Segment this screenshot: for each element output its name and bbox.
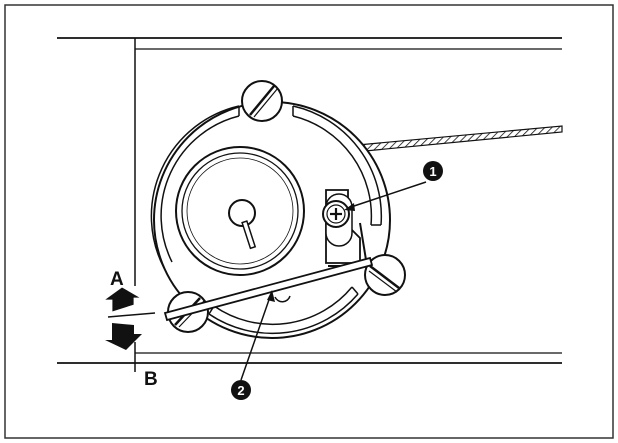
- right-screw: [364, 254, 406, 296]
- arrow-separator: [107, 312, 156, 318]
- label-direction-up: A: [110, 269, 124, 290]
- callout-2-number: 2: [237, 383, 244, 398]
- screw-icon: [322, 200, 350, 228]
- callout-1-marker: [423, 161, 443, 181]
- callout-2-marker: [231, 380, 251, 400]
- outer-frame: [4, 4, 614, 439]
- label-direction-down: B: [144, 369, 158, 390]
- callout-1-number: 1: [429, 164, 436, 179]
- leader-arrowhead-1: [344, 203, 355, 211]
- top-screw: [241, 80, 283, 122]
- leader-arrowhead-2: [267, 290, 275, 302]
- arrow-down-icon: [105, 323, 142, 350]
- arc-slots: [150, 105, 383, 335]
- thread-spring-lever: [163, 256, 374, 322]
- leader-line-1: [347, 181, 427, 209]
- arrow-up-icon: [102, 286, 143, 313]
- tension-disc: [175, 146, 305, 276]
- leader-line-2: [240, 293, 272, 381]
